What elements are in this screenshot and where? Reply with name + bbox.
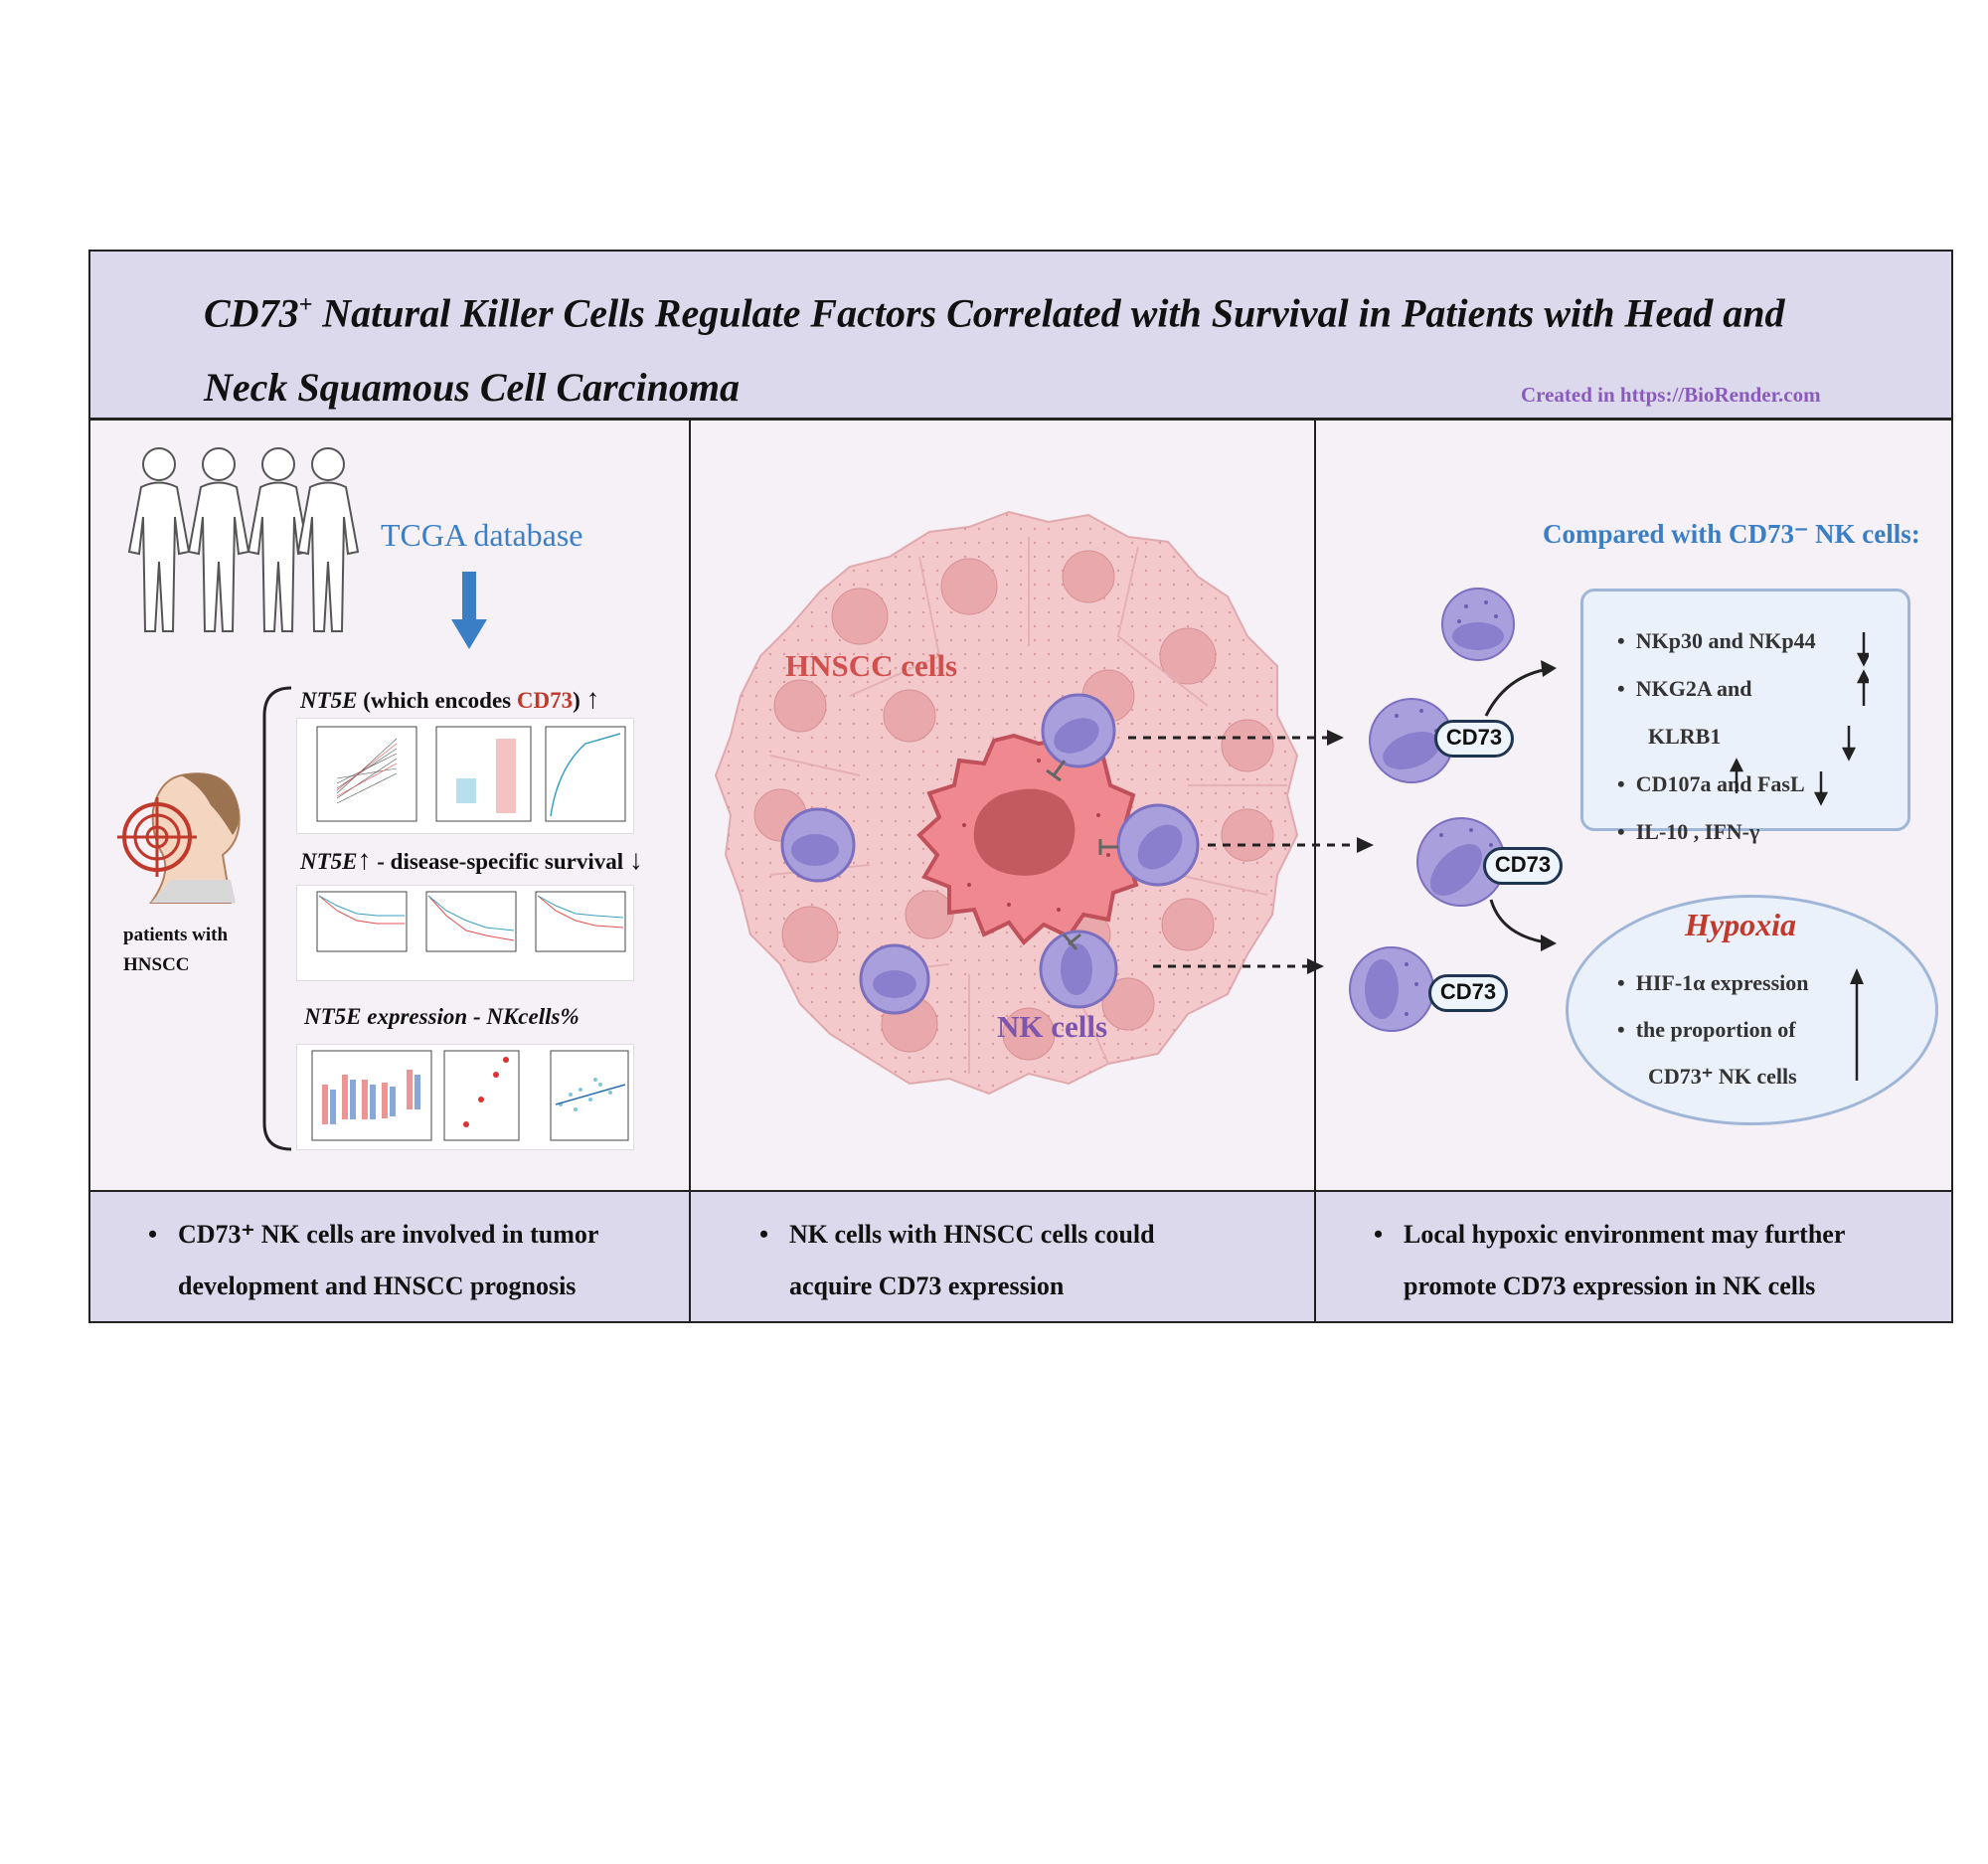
survival-label: NT5E↑ - disease-specific survival ↓ bbox=[300, 845, 643, 876]
dashed-arrows bbox=[1128, 730, 1374, 974]
down-arrow-icon bbox=[451, 572, 487, 649]
receptor-item: • NKp30 and NKp44 bbox=[1617, 628, 1816, 653]
nt5e-expression-label: NT5E (which encodes CD73) ↑ bbox=[300, 684, 600, 715]
cd73-nk-cells bbox=[1349, 588, 1557, 1032]
immune-correlation-thumbnail bbox=[296, 1044, 634, 1150]
page-title: CD73+ Natural Killer Cells Regulate Fact… bbox=[204, 290, 1785, 411]
tumor-microenvironment bbox=[714, 510, 1299, 1096]
summary-left bbox=[88, 1190, 691, 1323]
compared-label: Compared with CD73⁻ NK cells: bbox=[1543, 519, 1920, 549]
receptor-item: • NKG2A and bbox=[1617, 676, 1752, 701]
nk-cells-label: NK cells bbox=[997, 1009, 1108, 1044]
hnscc-cells-label: HNSCC cells bbox=[785, 648, 958, 683]
hypoxia-item: • HIF-1α expression bbox=[1617, 970, 1809, 995]
bracket bbox=[262, 686, 292, 1151]
cd73-tag: CD73 bbox=[1434, 720, 1514, 758]
down-arrow-icon: ↓ bbox=[628, 845, 643, 876]
hypoxia-item: CD73⁺ NK cells bbox=[1648, 1064, 1797, 1089]
summary-left-text: • CD73⁺ NK cells are involved in tumor d… bbox=[148, 1220, 599, 1300]
receptor-item: KLRB1 bbox=[1648, 724, 1722, 749]
up-arrow-icon bbox=[1850, 968, 1864, 1081]
population-icon bbox=[127, 447, 360, 632]
cd73-tag: CD73 bbox=[1428, 974, 1508, 1012]
receptor-item: • CD107a and FasL bbox=[1617, 771, 1805, 796]
receptor-item: • IL-10 , IFN-γ bbox=[1617, 819, 1760, 844]
hypoxia-title: Hypoxia bbox=[1685, 907, 1796, 942]
nk-cells-correlation-label: NT5E expression - NKcells% bbox=[304, 1004, 580, 1029]
summary-right bbox=[1314, 1190, 1953, 1323]
up-arrow-icon: ↑ bbox=[357, 845, 372, 876]
title-band bbox=[88, 250, 1953, 420]
trend-arrows bbox=[1729, 632, 1869, 806]
hypoxia-ellipse bbox=[1566, 895, 1938, 1125]
hypoxia-item: • the proportion of bbox=[1617, 1017, 1796, 1042]
patients-label: patients with HNSCC bbox=[123, 925, 229, 975]
tcga-database-label: TCGA database bbox=[381, 517, 583, 553]
receptor-box bbox=[1580, 589, 1910, 831]
summary-right-text: • Local hypoxic environment may further … bbox=[1374, 1220, 1846, 1300]
expression-plots-thumbnail bbox=[296, 718, 634, 834]
up-arrow-icon: ↑ bbox=[585, 684, 600, 715]
patient-target-icon bbox=[117, 772, 241, 904]
summary-middle-text: • NK cells with HNSCC cells could acquir… bbox=[759, 1220, 1155, 1300]
survival-curves-thumbnail bbox=[296, 885, 634, 981]
cd73-tag: CD73 bbox=[1483, 847, 1563, 885]
summary-middle bbox=[689, 1190, 1316, 1323]
biorender-credit: Created in https://BioRender.com bbox=[1521, 383, 1821, 407]
